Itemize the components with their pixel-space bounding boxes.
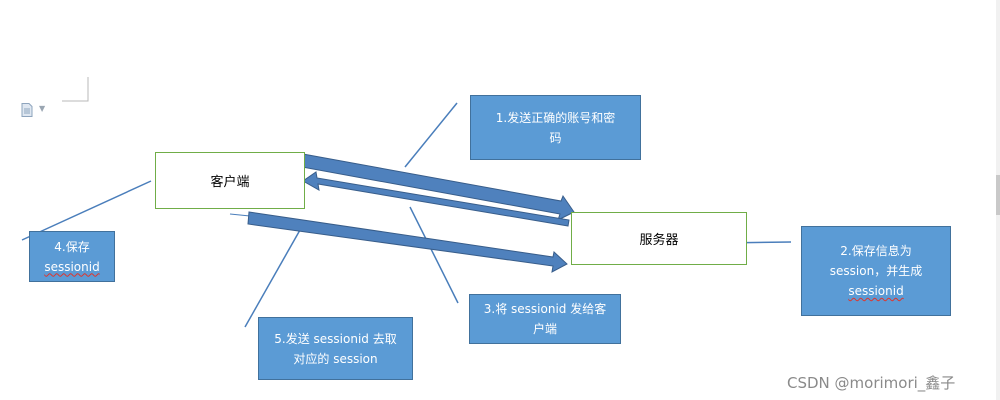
callout-line-3 bbox=[409, 206, 459, 304]
note-step-5: 5.发送 sessionid 去取 对应的 session bbox=[258, 317, 413, 380]
client-node: 客户端 bbox=[155, 152, 305, 209]
margin-corner-mark bbox=[62, 77, 89, 102]
arrow-client-to-server-login bbox=[301, 153, 575, 221]
arrow-server-to-client-sessionid bbox=[302, 171, 570, 227]
note-step-4: 4.保存 sessionid bbox=[29, 231, 115, 282]
server-label: 服务器 bbox=[639, 233, 679, 248]
callout-line-4 bbox=[21, 180, 152, 241]
note-step-2: 2.保存信息为 session，并生成 sessionid bbox=[801, 226, 951, 316]
callout-line-5 bbox=[244, 229, 301, 328]
client-label: 客户端 bbox=[210, 175, 250, 190]
dropdown-caret-icon[interactable]: ▼ bbox=[39, 104, 46, 113]
document-icon[interactable] bbox=[21, 103, 33, 117]
note-step-1: 1.发送正确的账号和密 码 bbox=[470, 95, 641, 160]
watermark: CSDN @morimori_鑫子 bbox=[787, 374, 956, 392]
callout-line-1 bbox=[404, 102, 458, 168]
scrollbar-thumb[interactable] bbox=[996, 175, 1000, 215]
server-node: 服务器 bbox=[571, 212, 747, 265]
note-step-3: 3.将 sessionid 发给客 户端 bbox=[469, 294, 621, 344]
arrow-client-to-server-request bbox=[247, 211, 568, 273]
callout-line-6 bbox=[229, 213, 251, 217]
